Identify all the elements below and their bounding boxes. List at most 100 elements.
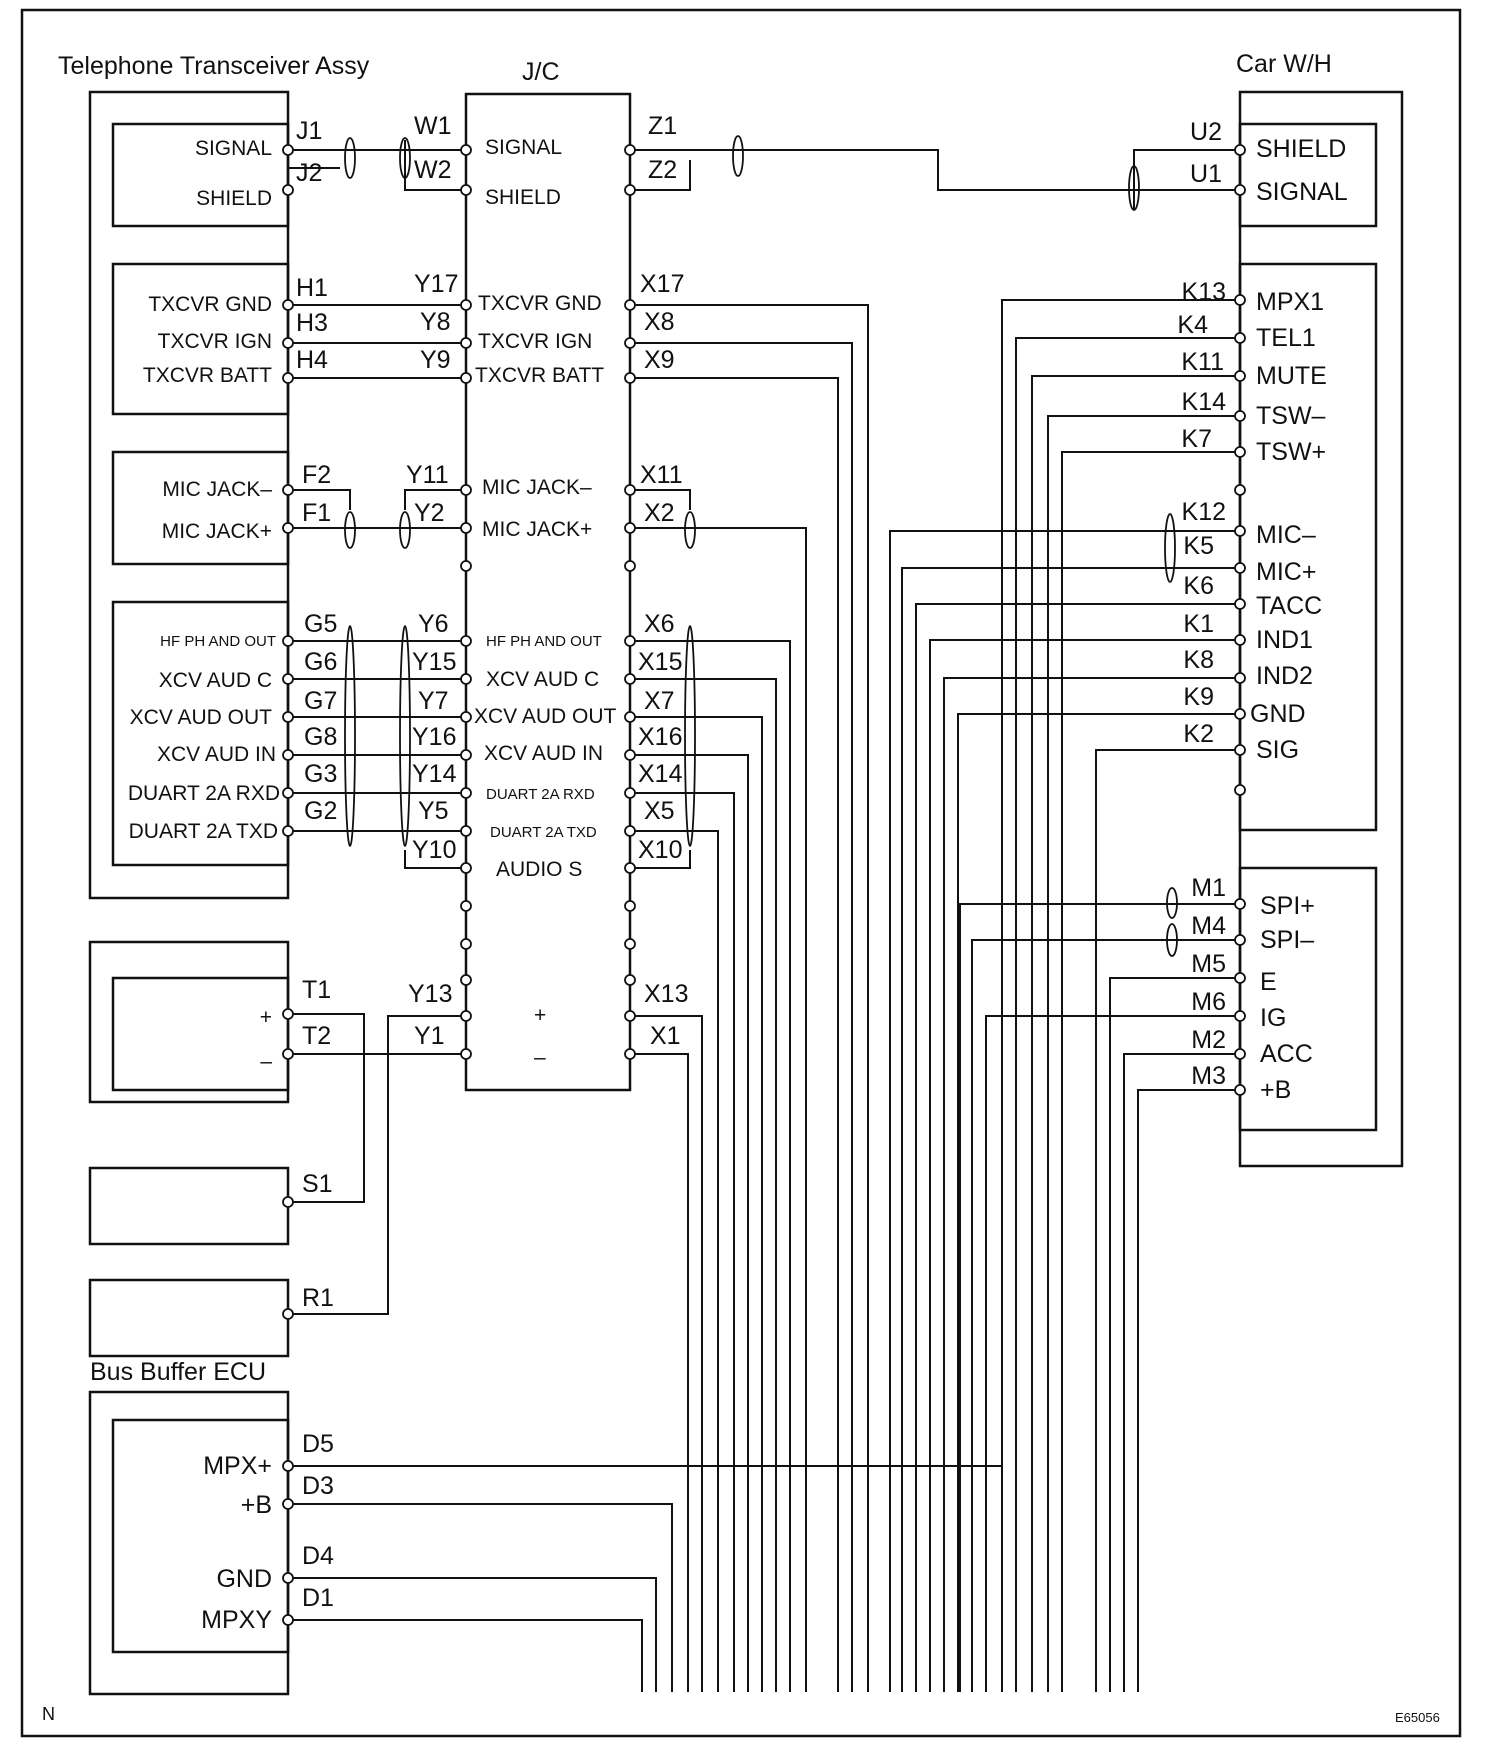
jc-label-xcv-aud-out: XCV AUD OUT (474, 705, 617, 728)
jc-pin-y11: Y11 (406, 461, 449, 489)
jc-pin-x11: X11 (640, 461, 683, 489)
car-wh-terminal (1234, 370, 1246, 382)
jc-right-terminal (624, 711, 636, 723)
jc-left-terminal (460, 900, 472, 912)
bb-sig-mpxy: MPXY (201, 1606, 272, 1634)
wire-x6 (630, 640, 791, 1692)
terminals (282, 144, 1246, 1626)
car-wh-box-u (1238, 122, 1378, 228)
car-wh-terminal (1234, 784, 1246, 796)
wire-t1-s1 (288, 1013, 365, 1203)
car-wh-terminal (1234, 446, 1246, 458)
transceiver-terminal (282, 711, 294, 723)
bb-sig-gnd: GND (216, 1565, 272, 1593)
shield-w (399, 137, 411, 179)
shield-marks (344, 135, 1178, 957)
wh-sig-gnd: GND (1250, 700, 1306, 728)
jc-label-minus: – (534, 1046, 546, 1069)
wire-k14 (1047, 415, 1240, 1692)
tx-sig-hf-ph: HF PH AND OUT (160, 633, 276, 650)
jc-pin-x7: X7 (644, 687, 675, 715)
jc-right-terminal (624, 1010, 636, 1022)
jc-right-terminal (624, 974, 636, 986)
jc-pin-y5: Y5 (418, 797, 449, 825)
transceiver-terminal (282, 337, 294, 349)
jc-label-mic-jack-pos: MIC JACK+ (482, 518, 592, 541)
jc-right-terminal (624, 825, 636, 837)
bb-sig-mpx-plus: MPX+ (203, 1452, 272, 1480)
corner-right: E65056 (1395, 1710, 1440, 1725)
wire-m5 (1109, 977, 1240, 1692)
wh-pin-k6: K6 (1183, 572, 1214, 600)
transceiver-terminal (282, 372, 294, 384)
wh-pin-k12: K12 (1182, 498, 1226, 526)
transceiver-terminal (282, 1460, 294, 1472)
jc-left-terminal (460, 974, 472, 986)
shield-k12 (1164, 513, 1176, 583)
pw-sig-plus: + (260, 1006, 272, 1029)
bb-pin-d1: D1 (302, 1584, 334, 1612)
tx-pin-g2: G2 (304, 797, 337, 825)
tx-sig-txcvr-ign: TXCVR IGN (158, 330, 272, 353)
wire-x10-drain (630, 850, 691, 869)
jc-left-terminal (460, 484, 472, 496)
jc-label-plus: + (534, 1004, 546, 1027)
jc-left-terminal (460, 1048, 472, 1060)
wh-pin-u1: U1 (1190, 160, 1222, 188)
car-wh-box-m (1238, 866, 1378, 1132)
title-bus-buffer: Bus Buffer ECU (90, 1358, 266, 1386)
bb-pin-d4: D4 (302, 1542, 334, 1570)
jc-right-terminal (624, 522, 636, 534)
car-wh-terminal (1234, 672, 1246, 684)
jc-pin-z2: Z2 (648, 156, 677, 184)
tx-sig-mic-jack-neg: MIC JACK– (162, 478, 272, 501)
jc-pin-x6: X6 (644, 610, 675, 638)
bb-pin-d3: D3 (302, 1472, 334, 1500)
jc-pin-z1: Z1 (648, 112, 677, 140)
wire-k4 (1015, 337, 1240, 1692)
shield-y11 (399, 511, 411, 549)
transceiver-terminal (282, 825, 294, 837)
tx-pin-j1: J1 (296, 117, 322, 145)
jc-label-txcvr-batt: TXCVR BATT (475, 364, 604, 387)
wh-sig-signal: SIGNAL (1256, 178, 1348, 206)
jc-label-audio-s: AUDIO S (496, 858, 582, 881)
corner-left: N (42, 1704, 55, 1724)
jc-left-terminal (460, 825, 472, 837)
pw-pin-t2: T2 (302, 1022, 331, 1050)
wh-sig-mute: MUTE (1256, 362, 1327, 390)
tx-pin-g5: G5 (304, 610, 337, 638)
wire-x7 (630, 716, 763, 1692)
jc-pin-y14: Y14 (412, 760, 457, 788)
wire-x11-drain (630, 489, 691, 510)
jc-left-terminal (460, 144, 472, 156)
jc-left-terminal (460, 673, 472, 685)
tx-pin-f2: F2 (302, 461, 331, 489)
shield-z (732, 135, 744, 177)
car-wh-terminal (1234, 598, 1246, 610)
tx-sig-txcvr-gnd: TXCVR GND (148, 293, 272, 316)
wh-sig-shield: SHIELD (1256, 135, 1346, 163)
jc-pin-x5: X5 (644, 797, 675, 825)
jc-label-txcvr-ign: TXCVR IGN (478, 330, 592, 353)
jc-pin-w1: W1 (414, 112, 452, 140)
wire-m2 (1123, 1053, 1240, 1692)
wire-m4 (971, 939, 1240, 1692)
wire-f2-y11 (288, 489, 466, 510)
bb-sig-plus-b: +B (241, 1491, 272, 1519)
car-wh-terminal (1234, 1048, 1246, 1060)
shield-g (344, 625, 356, 847)
connector-box-g (111, 600, 290, 867)
tx-sig-shield: SHIELD (196, 187, 272, 210)
jc-pin-x14: X14 (638, 760, 683, 788)
transceiver-terminal (282, 484, 294, 496)
wire-k6 (915, 603, 1240, 1692)
car-wh-terminal (1234, 1010, 1246, 1022)
jc-left-terminal (460, 560, 472, 572)
wh-sig-tsw-pos: TSW+ (1256, 438, 1326, 466)
title-car-wh: Car W/H (1236, 50, 1332, 78)
jc-left-terminal (460, 862, 472, 874)
jc-label-shield: SHIELD (485, 186, 561, 209)
jc-right-terminal (624, 299, 636, 311)
jc-pin-y1: Y1 (414, 1022, 445, 1050)
